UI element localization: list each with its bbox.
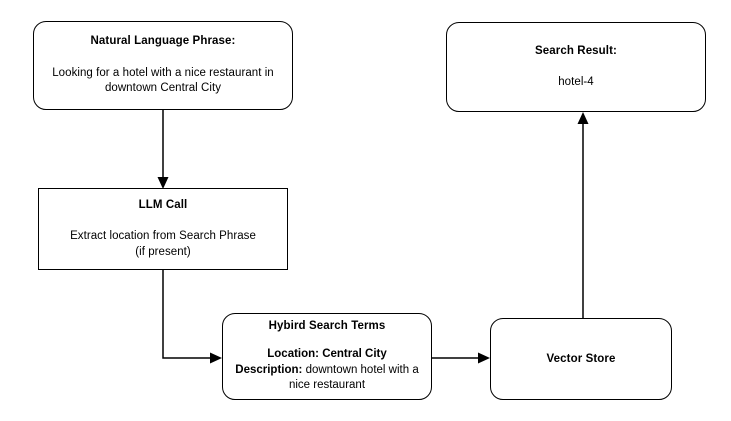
edge-llm-to-hybrid: [162, 270, 222, 364]
vector-store-title: Vector Store: [546, 352, 616, 365]
hybrid-search-terms-description-row: Description: downtown hotel with a: [235, 363, 418, 379]
search-result-title: Search Result:: [535, 44, 617, 57]
node-natural-language-phrase[interactable]: Natural Language Phrase: Looking for a h…: [33, 21, 293, 110]
hybrid-search-terms-location-value: Central City: [322, 348, 387, 361]
hybrid-search-terms-description-label: Description:: [235, 363, 303, 376]
edge-phrase-to-llm: [157, 110, 169, 189]
node-hybrid-search-terms[interactable]: Hybird Search Terms Location: Central Ci…: [222, 313, 432, 400]
hybrid-search-terms-title: Hybird Search Terms: [268, 320, 386, 333]
llm-call-title: LLM Call: [138, 198, 188, 211]
hybrid-search-terms-location-label: Location:: [267, 348, 319, 361]
llm-call-body-line-1: Extract location from Search Phrase: [70, 230, 256, 243]
edge-vector-store-to-result: [577, 112, 589, 318]
node-search-result[interactable]: Search Result: hotel-4: [446, 22, 706, 112]
hybrid-search-terms-location-row: Location: Central City: [267, 347, 387, 363]
node-llm-call[interactable]: LLM Call Extract location from Search Ph…: [38, 188, 288, 270]
natural-language-phrase-title: Natural Language Phrase:: [90, 35, 236, 48]
hybrid-search-terms-description-value: downtown hotel with a: [305, 363, 419, 376]
hybrid-search-terms-description-value-line-2: nice restaurant: [288, 379, 366, 392]
llm-call-body-line-2: (if present): [135, 245, 191, 258]
node-vector-store[interactable]: Vector Store: [490, 318, 672, 400]
edge-hybrid-to-vector-store: [432, 352, 490, 364]
search-result-body-line-1: hotel-4: [558, 75, 594, 88]
natural-language-phrase-body-line-1: Looking for a hotel with a nice restaura…: [52, 66, 274, 79]
natural-language-phrase-body-line-2: downtown Central City: [104, 82, 222, 95]
